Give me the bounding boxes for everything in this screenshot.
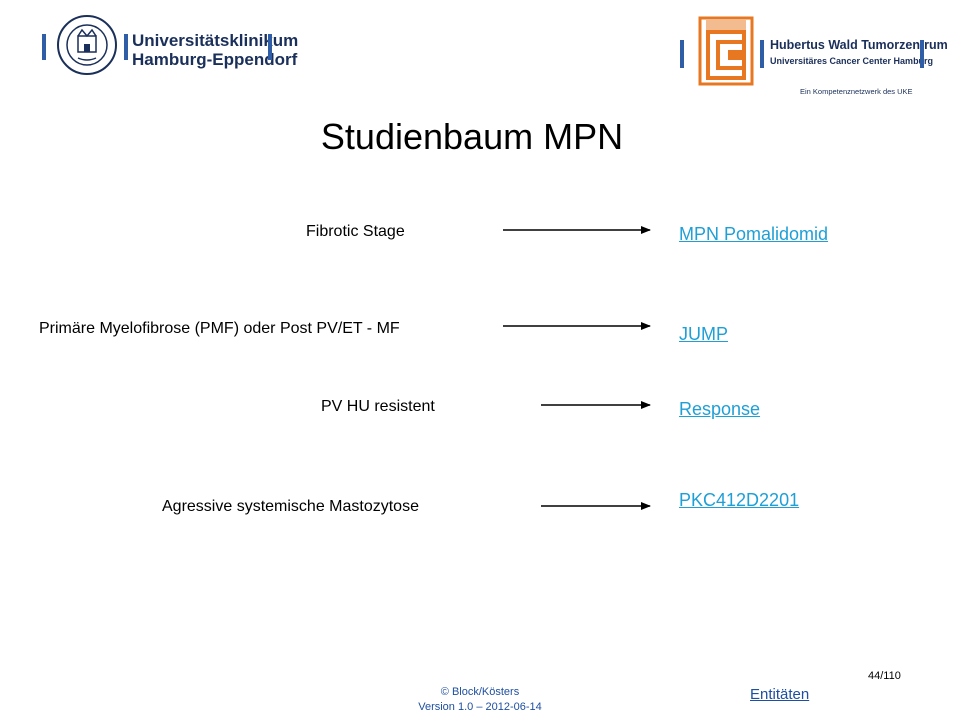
footer-copyright: © Block/Kösters Version 1.0 – 2012-06-14 — [380, 685, 580, 715]
footer-author: © Block/Kösters — [440, 686, 520, 698]
uke-name-line1: Universitätsklinikum — [132, 31, 299, 50]
link-jump[interactable]: JUMP — [679, 324, 728, 344]
hw-name: Hubertus Wald Tumorzentrum — [770, 38, 948, 52]
uke-name: Universitätsklinikum Hamburg-Eppendorf — [132, 31, 298, 69]
logo-bar-left — [680, 40, 684, 68]
link-pkc412d2201[interactable]: PKC412D2201 — [679, 490, 800, 510]
uke-name-line2: Hamburg-Eppendorf — [132, 50, 298, 69]
logo-bar-left — [42, 34, 46, 60]
label-mastozytose: Agressive systemische Mastozytose — [162, 498, 419, 515]
hw-network: Ein Kompetenznetzwerk des UKE — [800, 87, 913, 96]
link-mpn-pomalidomid[interactable]: MPN Pomalidomid — [679, 224, 829, 244]
logo-bar-right — [920, 40, 924, 68]
entitaeten-link[interactable]: Entitäten — [750, 686, 810, 703]
logo-bar-middle — [124, 34, 128, 60]
link-response[interactable]: Response — [679, 399, 761, 419]
logo-bar-middle — [760, 40, 764, 68]
hubertus-wald-logo: Hubertus Wald Tumorzentrum Universitäres… — [676, 14, 948, 96]
page-number: 44/110 — [868, 670, 901, 682]
label-pmf: Primäre Myelofibrose (PMF) oder Post PV/… — [39, 320, 400, 337]
label-fibrotic-stage: Fibrotic Stage — [306, 223, 405, 240]
slide-title: Studienbaum MPN — [320, 116, 624, 157]
footer-version: Version 1.0 – 2012-06-14 — [418, 701, 542, 713]
uke-logo: Universitätsklinikum Hamburg-Eppendorf — [42, 14, 298, 80]
tumorzentrum-mark-icon — [698, 16, 754, 86]
label-pv-hu-resistent: PV HU resistent — [321, 398, 435, 415]
logo-bar-right — [268, 34, 272, 60]
hw-subtitle: Universitäres Cancer Center Hamburg — [770, 56, 934, 66]
university-seal-icon — [57, 15, 117, 75]
